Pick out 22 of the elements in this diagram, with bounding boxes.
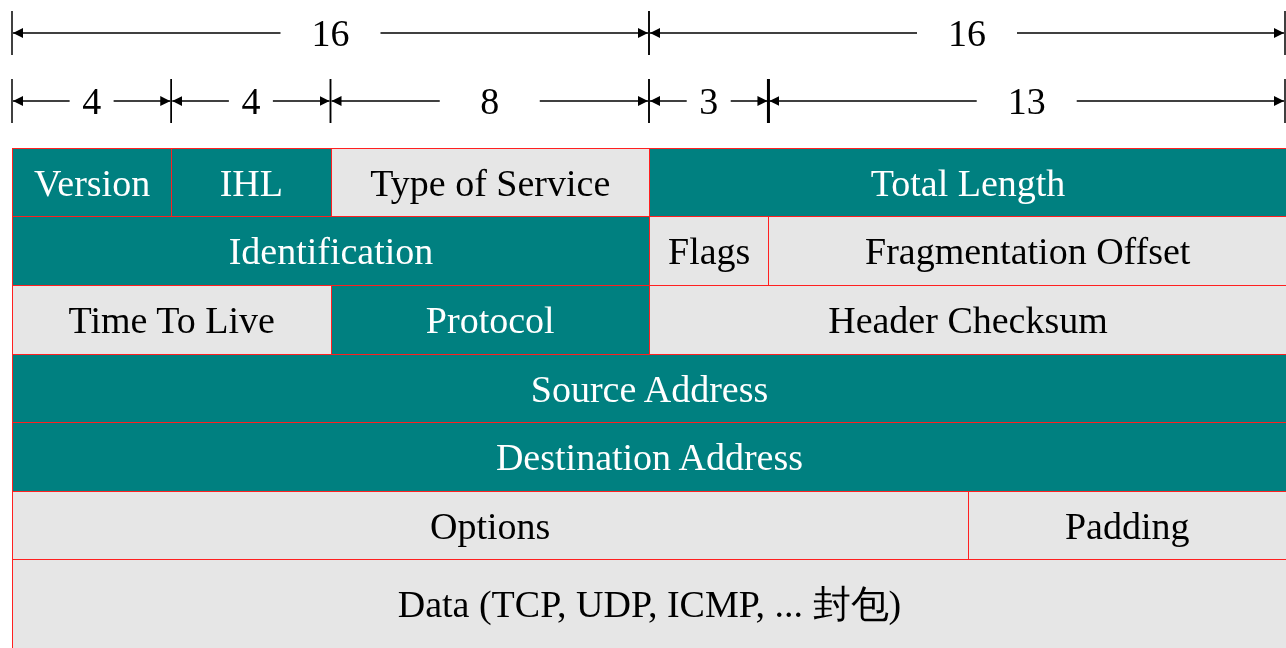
header-field: Destination Address: [12, 422, 1286, 492]
header-field: Time To Live: [12, 285, 332, 355]
header-field: IHL: [171, 148, 332, 217]
header-field: Version: [12, 148, 173, 217]
dimension-label: 16: [948, 13, 986, 53]
header-field: Source Address: [12, 354, 1286, 423]
header-field: Total Length: [649, 148, 1286, 217]
dimension-label: 13: [1007, 81, 1046, 121]
dimension-label: 4: [241, 81, 261, 121]
dimension-label: 16: [311, 13, 350, 53]
header-field: Identification: [12, 216, 650, 286]
header-field: Protocol: [330, 285, 650, 355]
header-field: Header Checksum: [649, 285, 1286, 355]
header-field: Fragmentation Offset: [768, 216, 1286, 286]
header-field: Options: [12, 491, 969, 560]
dimension-label: 8: [480, 81, 500, 121]
header-field: Data (TCP, UDP, ICMP, ... 封包): [12, 559, 1286, 648]
header-field: Padding: [967, 491, 1286, 560]
header-field: Type of Service: [330, 148, 650, 217]
header-field: Flags: [649, 216, 770, 286]
dimension-label: 3: [699, 81, 719, 121]
dimension-label: 4: [82, 81, 102, 121]
